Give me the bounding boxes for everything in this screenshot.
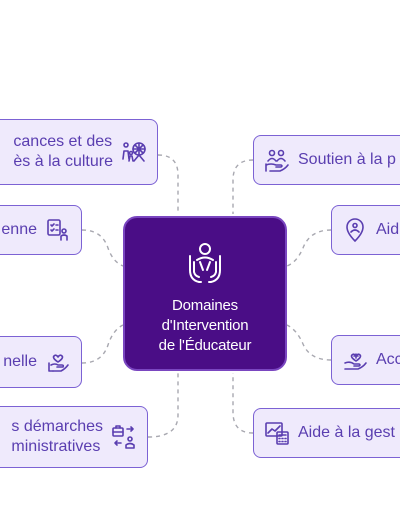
central-topic-title: Domaines d'Intervention de l'Éducateur bbox=[158, 297, 252, 354]
central-topic-node: Domaines d'Intervention de l'Éducateur bbox=[123, 216, 287, 371]
documents-transfer-icon bbox=[111, 424, 137, 450]
node-label: Aid bbox=[376, 221, 400, 238]
node-label: cances et des ès à la culture bbox=[13, 133, 113, 170]
node-quotidienne: enne bbox=[0, 205, 82, 255]
calculator-chart-icon bbox=[264, 420, 290, 446]
node-aide-gestion: Aide à la gest bbox=[253, 408, 400, 458]
node-personnelle: nelle bbox=[0, 336, 82, 388]
location-person-icon bbox=[342, 217, 368, 243]
checklist-person-icon bbox=[45, 217, 71, 243]
node-accompagnement: Acc bbox=[331, 335, 400, 385]
node-label: s démarches ministratives bbox=[11, 418, 103, 455]
node-label: Aide à la gest bbox=[298, 424, 395, 441]
node-aide: Aid bbox=[331, 205, 400, 255]
family-carousel-icon bbox=[121, 139, 147, 165]
node-label: Acc bbox=[376, 351, 400, 368]
node-label: nelle bbox=[3, 353, 37, 370]
hand-heart-icon bbox=[45, 349, 71, 375]
node-soutien-parentalite: Soutien à la p bbox=[253, 135, 400, 185]
people-hand-support-icon bbox=[264, 147, 290, 173]
hand-with-heart-icon bbox=[342, 347, 368, 373]
node-label: Soutien à la p bbox=[298, 151, 396, 168]
node-vacances-culture: cances et des ès à la culture bbox=[0, 119, 158, 185]
raised-hands-person-icon bbox=[181, 240, 229, 288]
node-label: enne bbox=[1, 221, 37, 238]
node-demarches-administratives: s démarches ministratives bbox=[0, 406, 148, 468]
